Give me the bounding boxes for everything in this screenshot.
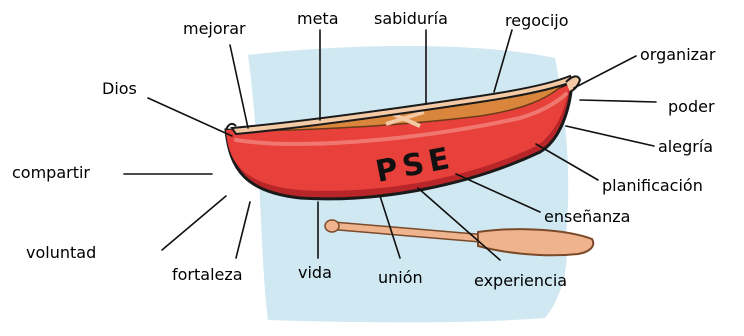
label-meta: meta <box>297 9 339 28</box>
label-fortaleza: fortaleza <box>172 265 243 284</box>
label-mejorar: mejorar <box>183 19 246 38</box>
label-planificacion: planificación <box>602 176 703 195</box>
label-regocijo: regocijo <box>505 11 569 30</box>
label-compartir: compartir <box>12 163 90 182</box>
label-vida: vida <box>298 263 332 282</box>
label-alegria: alegría <box>658 137 713 156</box>
label-ensenanza: enseñanza <box>544 207 630 226</box>
label-union: unión <box>378 268 423 287</box>
label-organizar: organizar <box>640 45 716 64</box>
label-dios: Dios <box>102 79 137 98</box>
label-sabiduria: sabiduría <box>374 9 448 28</box>
label-experiencia: experiencia <box>474 271 567 290</box>
label-voluntad: voluntad <box>26 243 96 262</box>
label-poder: poder <box>668 97 715 116</box>
